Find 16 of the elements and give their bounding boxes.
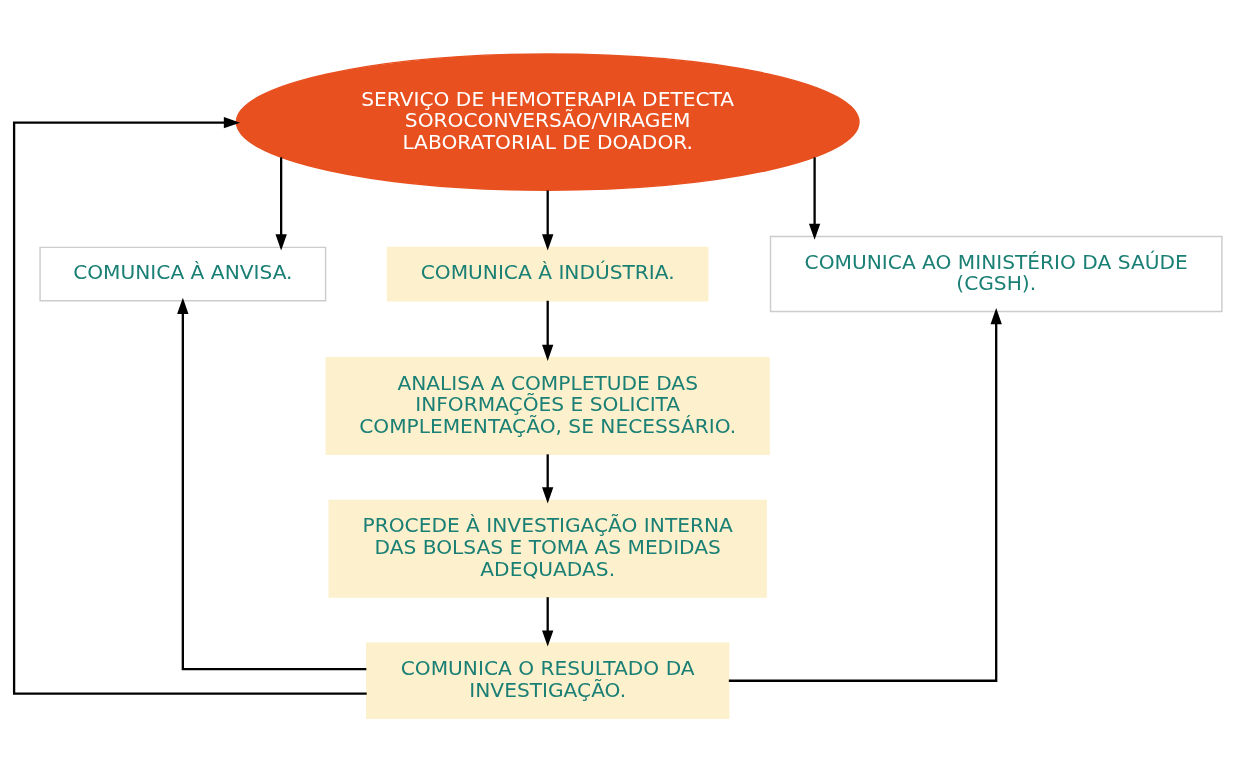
arrow [542,190,554,251]
arrow [275,157,287,251]
node-box: ANALISA A COMPLETUDE DAS INFORMAÇÕES E SOLICITA COMPLEMENTAÇÃO, SE NECESSÁRIO. [325,356,770,456]
node-box: COMUNICA AO MINISTÉRIO DA SAÚDE (CGSH). [769,235,1223,313]
arrow [177,297,367,671]
arrow [542,454,554,504]
node-box: COMUNICA À INDÚSTRIA. [386,246,709,302]
node-ellipse: SERVIÇO DE HEMOTERAPIA DETECTA SOROCONVERSÃO/VIRAGEM LABORATORIAL DE DOADOR. [235,53,860,191]
node-box: COMUNICA O RESULTADO DA INVESTIGAÇÃO. [366,642,730,719]
arrow [12,116,367,695]
arrow [542,597,554,647]
arrow [808,157,821,240]
arrow [542,300,554,361]
node-box: COMUNICA À ANVISA. [39,246,327,302]
arrow [728,308,1002,682]
node-box: PROCEDE À INVESTIGAÇÃO INTERNA DAS BOLSAS E TOMA AS MEDIDAS ADEQUADAS. [328,499,767,598]
